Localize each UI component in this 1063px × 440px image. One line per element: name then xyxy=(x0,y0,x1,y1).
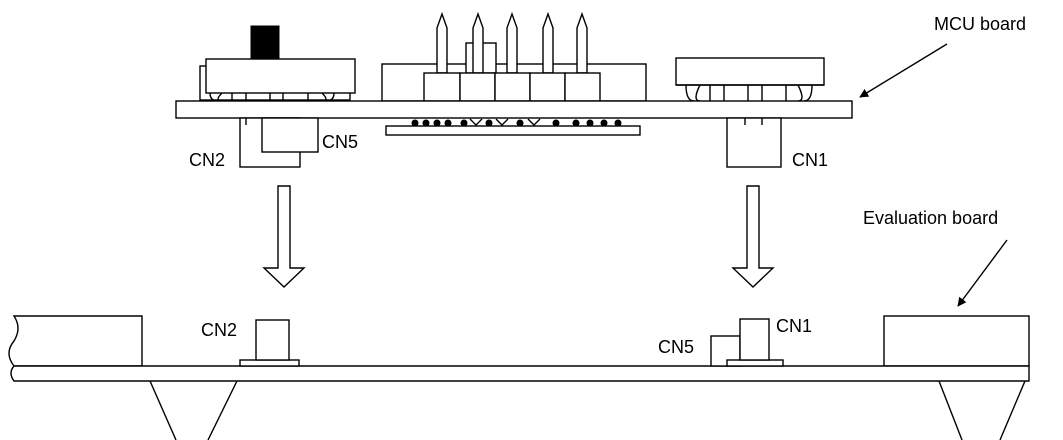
evaluation-board-leader-arrow xyxy=(957,239,1008,307)
mcu-cn2-cn5-connector xyxy=(239,117,319,168)
evaluation-board-label: Evaluation board xyxy=(863,208,998,228)
mcu-switch-knob xyxy=(250,25,280,60)
mcu-pcb xyxy=(175,100,853,119)
eval-pcb xyxy=(10,365,1030,382)
eval-cn2-label: CN2 xyxy=(201,320,237,340)
mcu-board-leader-arrow xyxy=(859,43,948,98)
eval-cn5-label: CN5 xyxy=(658,337,694,357)
evaluation-board-assembly: CN2 CN1 CN5 xyxy=(8,315,1030,440)
eval-right-component xyxy=(883,315,1030,367)
eval-cn1-cn5-connector xyxy=(710,318,784,367)
mcu-cn5-label: CN5 xyxy=(322,132,358,152)
eval-left-support-line-2 xyxy=(207,380,238,440)
right-down-arrow xyxy=(731,185,775,288)
eval-right-support-line-2 xyxy=(999,380,1026,440)
mcu-cn1-connector xyxy=(726,117,782,168)
mcu-pin-header xyxy=(381,11,647,102)
mcu-right-connector xyxy=(675,57,825,102)
eval-cn1-label: CN1 xyxy=(776,316,812,336)
eval-left-support-line xyxy=(149,380,177,440)
mcu-bottom-chip xyxy=(385,118,641,136)
eval-cn2-connector xyxy=(239,319,300,367)
left-down-arrow xyxy=(262,185,306,288)
eval-right-support-line xyxy=(938,380,963,440)
mcu-board-assembly: CN2 CN5 CN1 xyxy=(175,11,853,170)
mcu-left-connector xyxy=(199,58,356,102)
mcu-board-label: MCU board xyxy=(934,14,1026,34)
mcu-cn1-label: CN1 xyxy=(792,150,828,170)
eval-left-component xyxy=(8,315,143,367)
mcu-cn2-label: CN2 xyxy=(189,150,225,170)
